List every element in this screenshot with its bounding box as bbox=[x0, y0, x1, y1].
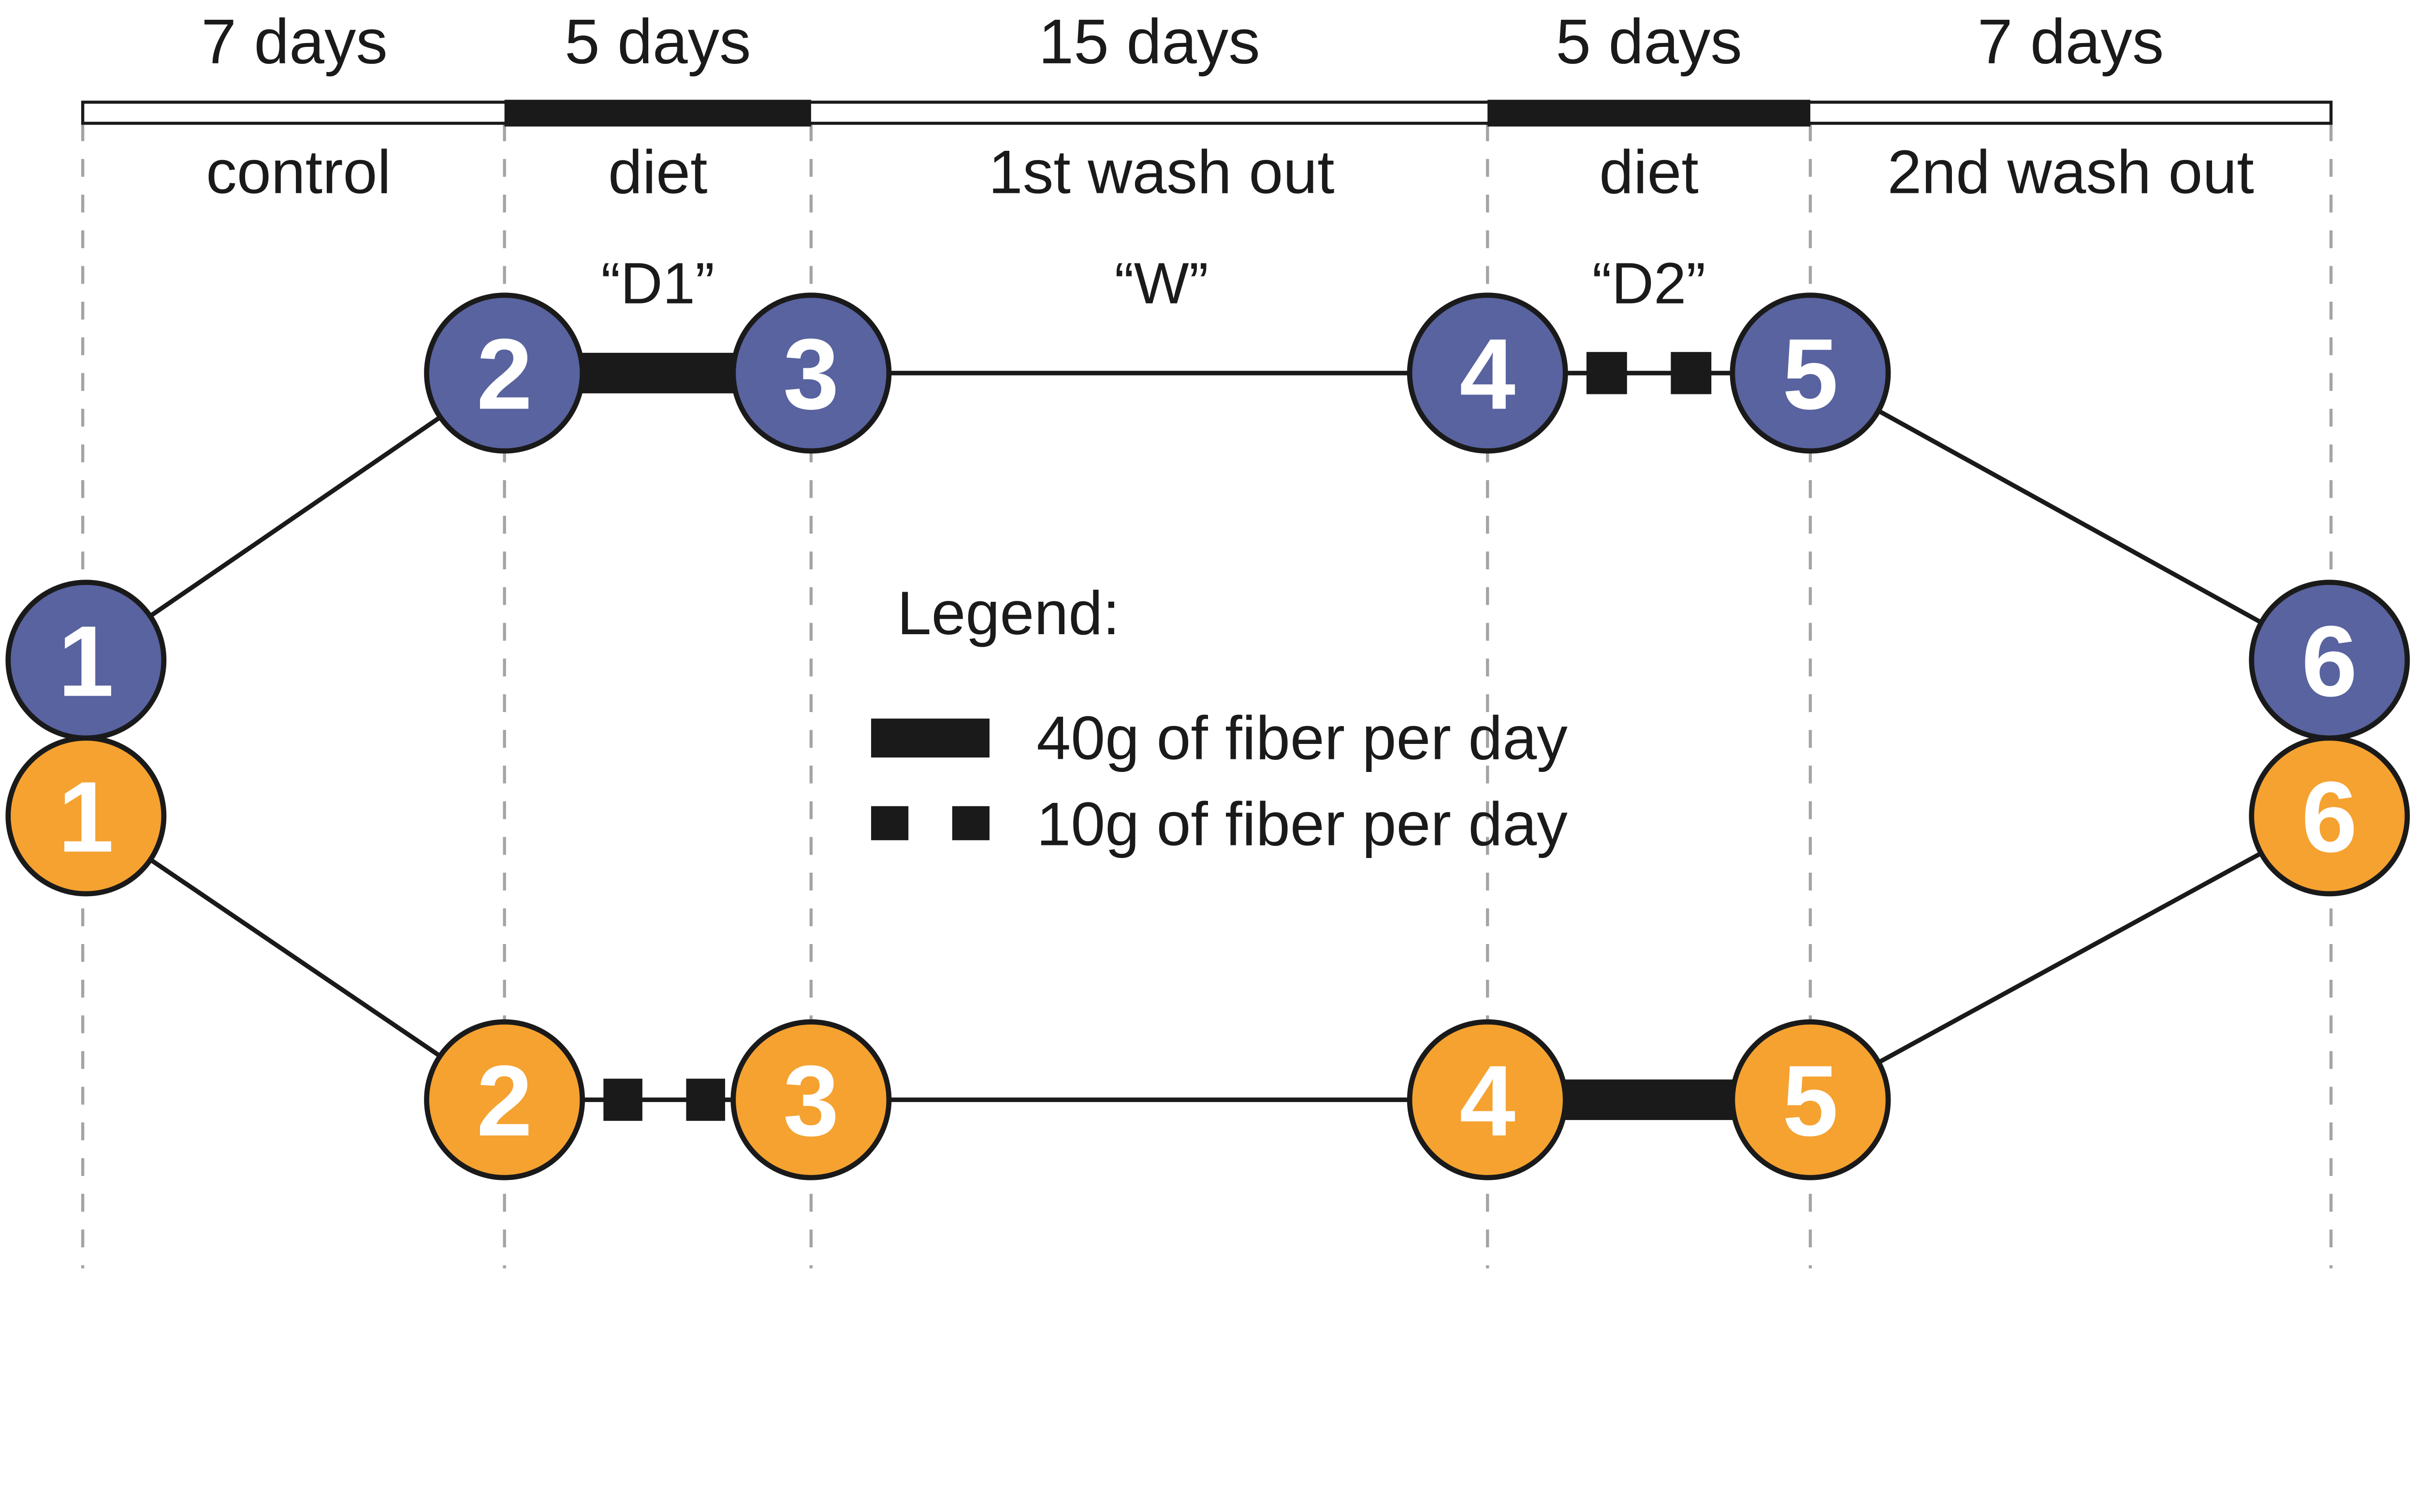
thick-dose-bar-blue-d1 bbox=[571, 352, 745, 393]
phase-duration-5: 7 days bbox=[1978, 6, 2164, 77]
visit-number-orange-4: 4 bbox=[1459, 1045, 1515, 1157]
visit-number-orange-6: 6 bbox=[2301, 761, 2358, 873]
phase-label-diet1: diet bbox=[608, 138, 708, 206]
dashed-square-swatch-1 bbox=[871, 806, 909, 841]
visit-number-orange-1: 1 bbox=[58, 761, 114, 873]
visit-node-orange-4 bbox=[1407, 1019, 1568, 1180]
connector-lines bbox=[85, 371, 2331, 1102]
legend: Legend: 40g of fiber per day 10g of fibe… bbox=[871, 579, 1568, 858]
phase-labels: control diet 1st wash out diet 2nd wash … bbox=[206, 138, 2254, 206]
phase-duration-2: 5 days bbox=[565, 6, 751, 77]
thick-dose-bar-orange-d2 bbox=[1562, 1079, 1736, 1120]
visit-number-blue-6: 6 bbox=[2301, 606, 2358, 718]
visit-number-blue-4: 4 bbox=[1459, 319, 1515, 431]
phase-duration-1: 7 days bbox=[201, 6, 388, 77]
timeline-bar-diet2-segment bbox=[1487, 100, 1810, 127]
visit-node-blue-5 bbox=[1730, 292, 1891, 454]
visit-number-blue-2: 2 bbox=[477, 319, 533, 431]
timeline-bar-diet1-segment bbox=[504, 100, 811, 127]
timeline-bar bbox=[81, 100, 2333, 127]
dashed-squares-swatch bbox=[871, 806, 990, 841]
connector-blue-1-2 bbox=[85, 371, 506, 662]
dashed-dose-square-orange-2 bbox=[686, 1078, 726, 1121]
phase-label-washout2: 2nd wash out bbox=[1887, 138, 2254, 206]
study-design-figure: 1 2 3 4 5 6 1 2 3 4 5 6 7 days 5 days 15… bbox=[5, 6, 2410, 1269]
visit-number-blue-3: 3 bbox=[783, 319, 839, 431]
visit-number-blue-1: 1 bbox=[58, 606, 114, 718]
dashed-square-swatch-2 bbox=[952, 806, 990, 841]
visit-node-orange-1 bbox=[5, 735, 167, 897]
legend-title: Legend: bbox=[897, 579, 1120, 648]
phase-duration-3: 15 days bbox=[1038, 6, 1260, 77]
thick-bar-swatch bbox=[871, 718, 990, 758]
dashed-dose-square-orange-1 bbox=[603, 1078, 642, 1121]
visit-nodes-orange-arm: 1 2 3 4 5 6 bbox=[5, 735, 2410, 1180]
phase-codes: “D1” “W” “D2” bbox=[601, 251, 1705, 316]
visit-node-orange-2 bbox=[424, 1019, 585, 1180]
timeline-bar-track bbox=[81, 101, 2333, 125]
phase-label-control: control bbox=[206, 138, 391, 206]
dashed-dose-square-blue-1 bbox=[1586, 352, 1627, 394]
phase-code-d2: “D2” bbox=[1592, 251, 1706, 316]
visit-number-orange-5: 5 bbox=[1782, 1045, 1838, 1157]
phase-label-washout1: 1st wash out bbox=[989, 138, 1335, 206]
visit-node-blue-2 bbox=[424, 292, 585, 454]
visit-node-blue-3 bbox=[730, 292, 892, 454]
visit-number-orange-2: 2 bbox=[477, 1045, 533, 1157]
phase-code-w: “W” bbox=[1114, 251, 1208, 316]
dose-connectors bbox=[571, 352, 1736, 1121]
connector-orange-5-6 bbox=[1809, 814, 2331, 1102]
visit-node-orange-5 bbox=[1730, 1019, 1891, 1180]
phase-durations: 7 days 5 days 15 days 5 days 7 days bbox=[201, 6, 2164, 77]
visit-node-blue-4 bbox=[1407, 292, 1568, 454]
dashed-dose-square-blue-2 bbox=[1671, 352, 1712, 394]
visit-number-orange-3: 3 bbox=[783, 1045, 839, 1157]
phase-duration-4: 5 days bbox=[1556, 6, 1742, 77]
phase-code-d1: “D1” bbox=[601, 251, 714, 316]
visit-number-blue-5: 5 bbox=[1782, 319, 1838, 431]
study-design-svg: 1 2 3 4 5 6 1 2 3 4 5 6 7 days 5 days 15… bbox=[5, 6, 2410, 1269]
connector-orange-1-2 bbox=[85, 814, 506, 1102]
visit-node-orange-3 bbox=[730, 1019, 892, 1180]
visit-nodes-blue-arm: 1 2 3 4 5 6 bbox=[5, 292, 2410, 741]
legend-item-10g-label: 10g of fiber per day bbox=[1036, 790, 1568, 858]
connector-blue-5-6 bbox=[1809, 371, 2331, 662]
phase-label-diet2: diet bbox=[1599, 138, 1699, 206]
legend-item-40g-label: 40g of fiber per day bbox=[1036, 704, 1568, 772]
visit-node-orange-6 bbox=[2249, 735, 2410, 897]
